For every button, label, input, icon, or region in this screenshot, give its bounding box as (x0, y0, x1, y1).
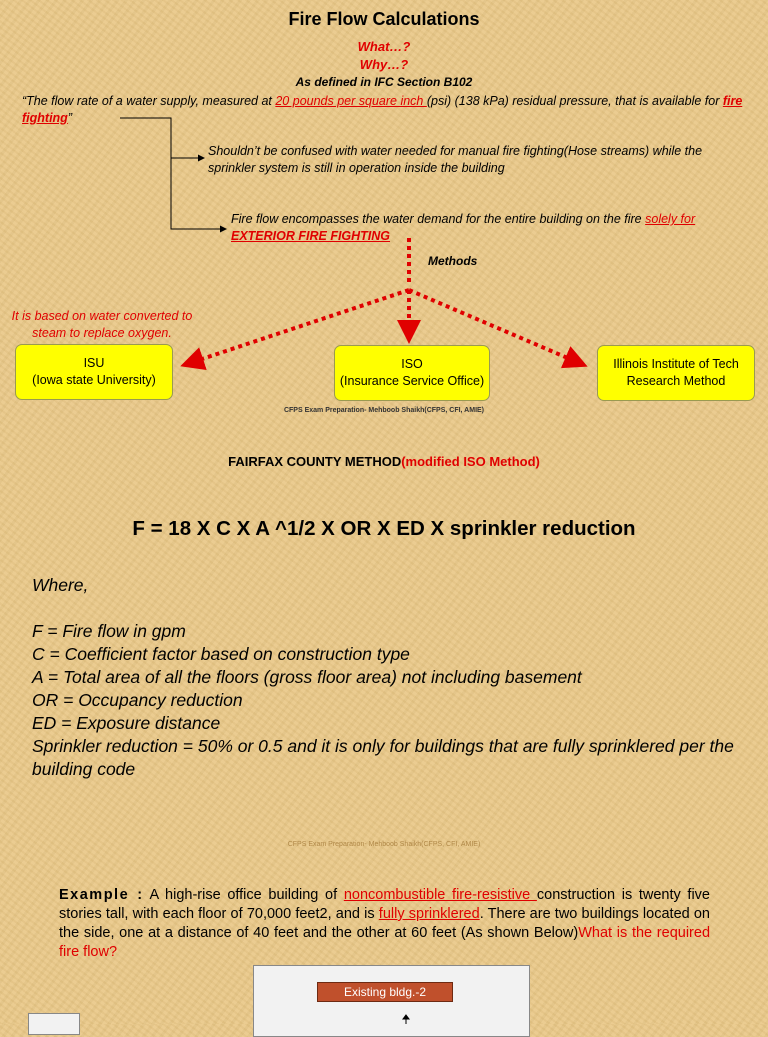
what-heading: What…? (357, 39, 411, 54)
credit-line: CFPS Exam Preparation- Mehboob Shaikh(CF… (283, 407, 485, 414)
why-heading: Why…? (359, 57, 409, 72)
where-label: Where, (32, 575, 89, 595)
definition-item: F = Fire flow in gpm (32, 621, 186, 641)
note-exterior-fire-fighting: Fire flow encompasses the water demand f… (231, 211, 736, 245)
method-box-isu: ISU (Iowa state University) (15, 344, 173, 400)
definition-item: ED = Exposure distance (32, 713, 221, 733)
fairfax-sub: (modified ISO Method) (401, 454, 540, 469)
example-text-2: construction is twenty five stories tall… (59, 887, 710, 922)
definition-quote: “The flow rate of a water supply, measur… (22, 93, 752, 127)
note-exterior-text: Fire flow encompasses the water demand f… (231, 212, 646, 226)
bracket-lines (120, 117, 227, 233)
definition-text-2: (psi) (138 kPa) residual pressure, that … (426, 94, 723, 108)
illinois-title: Illinois Institute of Tech Research Meth… (613, 357, 739, 388)
definition-text-1: “The flow rate of a water supply, measur… (22, 94, 276, 108)
method-box-iso: ISO (Insurance Service Office) (334, 345, 490, 401)
definition-item: C = Coefficient factor based on construc… (32, 644, 410, 664)
example-text-3: . There are two buildings located on the… (59, 906, 710, 941)
exterior-fire-fighting-link[interactable]: EXTERIOR FIRE FIGHTING (231, 229, 391, 243)
adjacent-building-box (28, 1013, 80, 1035)
credit-line-watermark: CFPS Exam Preparation- Mehboob Shaikh(CF… (287, 841, 481, 848)
methods-label: Methods (428, 254, 478, 268)
psi-link[interactable]: 20 pounds per square inch (275, 94, 427, 108)
fire-flow-formula: F = 18 X C X A ^1/2 X OR X ED X sprinkle… (132, 517, 636, 540)
iso-title: ISO (401, 357, 423, 371)
example-label: Example : (59, 887, 144, 903)
definition-item: Sprinkler reduction = 50% or 0.5 and it … (32, 736, 734, 779)
defined-as-line: As defined in IFC Section B102 (295, 75, 473, 89)
noncombustible-link[interactable]: noncombustible fire-resistive (343, 887, 537, 903)
isu-subtitle: (Iowa state University) (32, 373, 156, 387)
fire-fighting-link[interactable]: fire fighting (22, 94, 743, 125)
definition-text-3: ” (67, 111, 72, 125)
dotted-arrows (180, 238, 588, 371)
existing-building-label: Existing bldg.-2 (317, 982, 453, 1002)
example-text-1: A high-rise office building of (143, 887, 344, 903)
example-problem: Example : A high-rise office building of… (59, 886, 710, 962)
method-box-illinois: Illinois Institute of Tech Research Meth… (597, 345, 755, 401)
definitions-list: Where, F = Fire flow in gpm C = Coeffici… (32, 574, 752, 781)
definition-item: A = Total area of all the floors (gross … (32, 667, 582, 687)
definition-item: OR = Occupancy reduction (32, 690, 243, 710)
method-connectors (120, 117, 588, 371)
arrow-up-icon (402, 1014, 410, 1024)
isu-title: ISU (83, 356, 105, 370)
solely-for-link[interactable]: solely for (645, 212, 696, 226)
page-title: Fire Flow Calculations (288, 9, 480, 29)
note-hose-streams: Shouldn’t be confused with water needed … (208, 144, 703, 175)
isu-note: It is based on water converted to steam … (11, 309, 193, 340)
example-question: What is the required fire flow? (59, 925, 711, 960)
fairfax-heading: FAIRFAX COUNTY METHOD(modified ISO Metho… (0, 454, 768, 469)
iso-subtitle: (Insurance Service Office) (339, 374, 485, 388)
fully-sprinklered-link[interactable]: fully sprinklered (378, 906, 480, 922)
fairfax-main: FAIRFAX COUNTY METHOD (228, 454, 402, 469)
